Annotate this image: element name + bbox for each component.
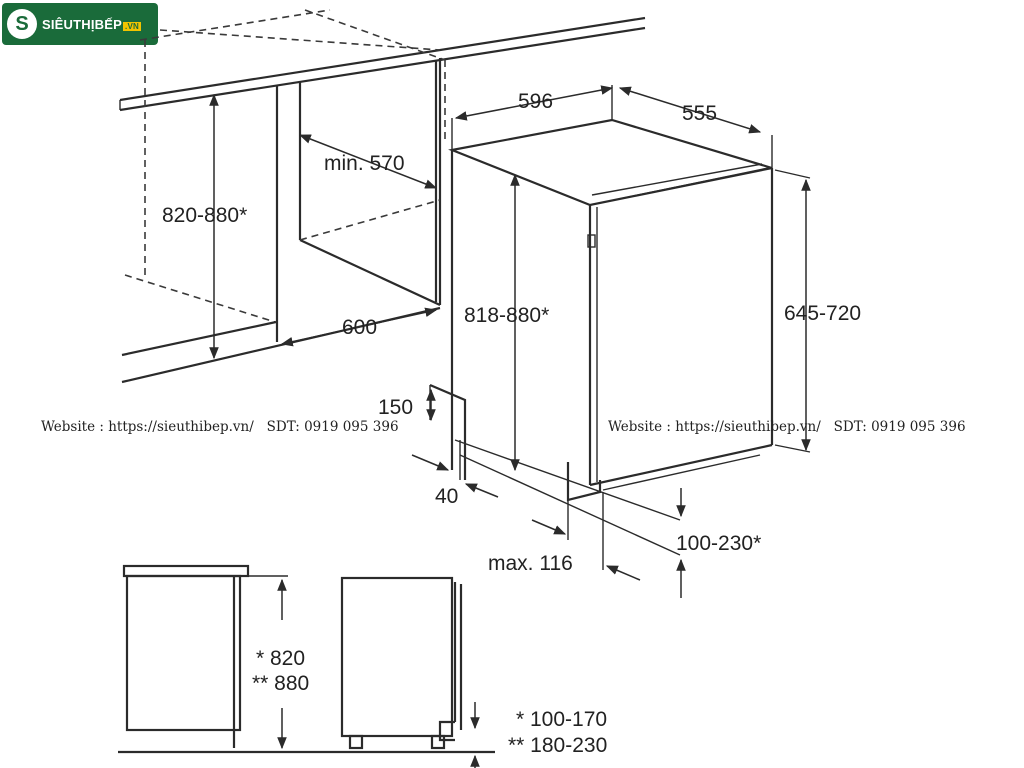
plinth-ext-b — [459, 454, 681, 556]
logo-text: SIÊUTHỊBẾP.VN — [42, 17, 141, 32]
plinth-cutout-label: 150 — [378, 396, 413, 419]
niche-width-label: 600 — [342, 316, 377, 339]
max-offset-arrow-right — [605, 565, 641, 581]
depth-arrow — [618, 86, 762, 134]
width-label: 596 — [518, 90, 553, 113]
niche-depth-arrow — [298, 134, 438, 189]
plinth-ext-a — [454, 439, 681, 521]
watermark-left: Website : https://sieuthibep.vn/ SDT: 09… — [41, 419, 399, 435]
depth-label: 555 — [682, 102, 717, 125]
plinth-range-label-a: * 100-170 — [516, 708, 607, 731]
max-offset-arrow-left — [531, 519, 567, 535]
side-view-cabinet — [118, 564, 495, 754]
width-arrow — [454, 85, 614, 121]
brand-logo: S SIÊUTHỊBẾP.VN — [2, 3, 158, 45]
plinth-range-label-b: ** 180-230 — [508, 734, 607, 757]
logo-mark-icon: S — [7, 9, 37, 39]
side-gap-arrow-right — [464, 483, 499, 498]
niche-width-arrow — [280, 307, 438, 347]
max-offset-label: max. 116 — [488, 552, 573, 575]
watermark-right: Website : https://sieuthibep.vn/ SDT: 09… — [608, 419, 966, 435]
niche-side-panel — [275, 58, 446, 342]
brand-suffix: .VN — [123, 21, 141, 31]
plinth-height-label: 100-230* — [676, 532, 761, 555]
side-gap-label: 40 — [435, 485, 458, 508]
door-height-label: 645-720 — [784, 302, 861, 325]
brand-name: SIÊUTHỊBẾP — [42, 16, 123, 32]
worktop — [119, 9, 646, 323]
niche-height-label: 820-880* — [162, 204, 247, 227]
niche-depth-label: min. 570 — [324, 152, 405, 175]
side-height-label-a: * 820 — [256, 647, 305, 670]
appliance-height-label: 818-880* — [464, 304, 549, 327]
side-gap-arrow-left — [411, 454, 450, 471]
side-height-label-b: ** 880 — [252, 672, 309, 695]
door-ext-bottom — [774, 444, 811, 453]
side-view-appliance — [340, 576, 463, 750]
door-ext-top — [774, 169, 811, 179]
